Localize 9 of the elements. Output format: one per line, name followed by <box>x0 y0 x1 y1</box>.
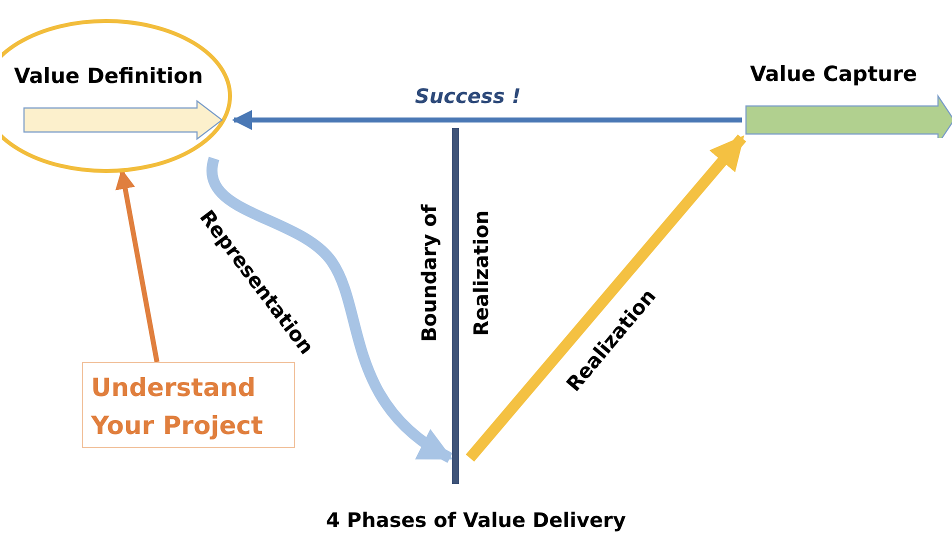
node-title: Value Capture <box>750 62 918 86</box>
boundary-label: Boundary of Realization <box>416 203 494 344</box>
arrow <box>232 110 742 130</box>
edge-label: Success ! <box>415 84 521 108</box>
caption: 4 Phases of Value Delivery <box>325 508 627 532</box>
arrow <box>466 134 746 462</box>
callout-text: Understand Your Project <box>91 372 264 442</box>
callout-box <box>82 362 295 448</box>
node-title: Value Definition <box>14 64 203 88</box>
